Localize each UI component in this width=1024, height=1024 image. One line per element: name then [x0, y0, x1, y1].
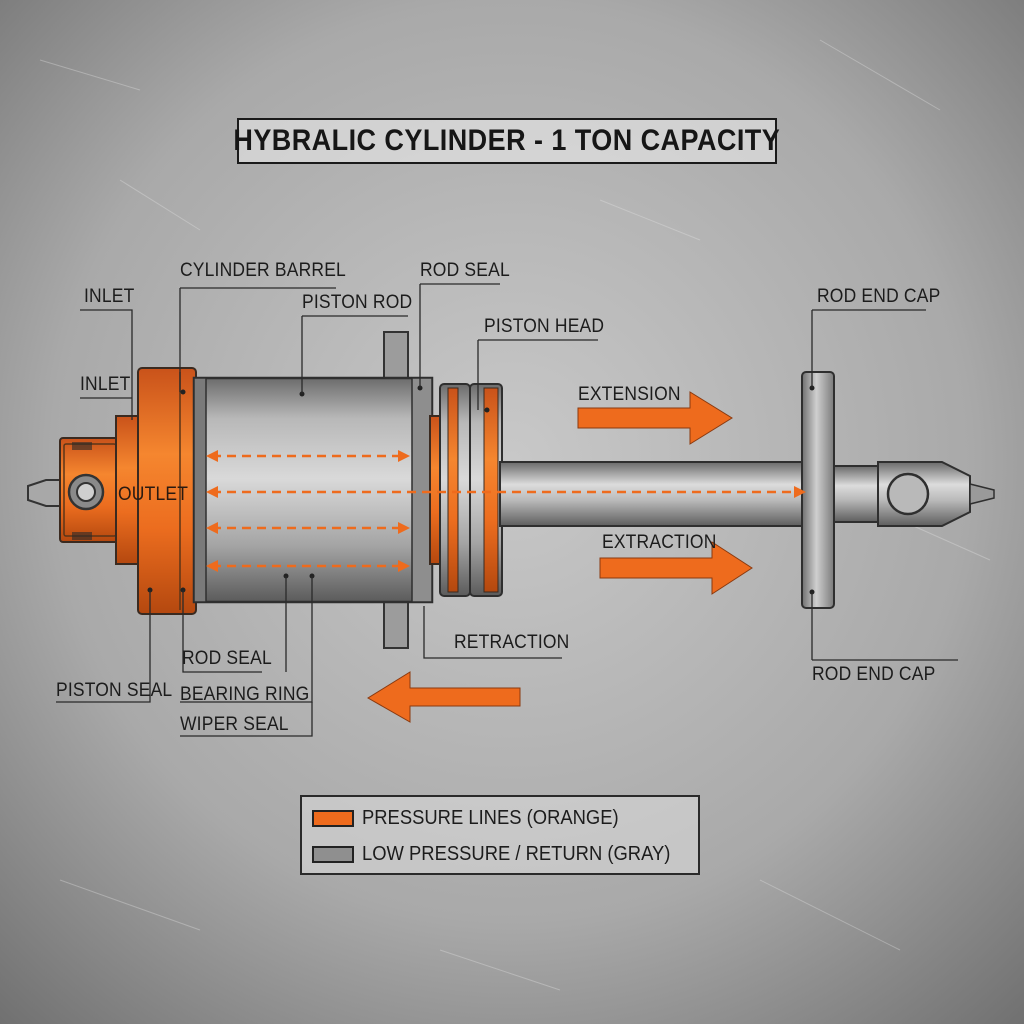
label-rod-end-cap-top: ROD END CAP [817, 286, 941, 307]
label-rod-end-cap-bottom: ROD END CAP [812, 664, 936, 685]
legend-row-pressure: PRESSURE LINES (ORANGE) [312, 805, 641, 831]
extension-arrow [577, 391, 733, 445]
label-cylinder-barrel: CYLINDER BARREL [180, 260, 346, 281]
label-bearing-ring: BEARING RING [180, 684, 310, 705]
flow-arrowheads [206, 450, 806, 572]
label-outlet: OUTLET [118, 484, 189, 505]
rod-end-cap [801, 371, 835, 609]
port-fitting [27, 437, 121, 543]
label-rod-seal-top: ROD SEAL [420, 260, 510, 281]
legend-swatch-pressure [312, 809, 354, 827]
label-inlet-top: INLET [84, 286, 135, 307]
cylinder-barrel [192, 331, 434, 649]
cap-end-block [115, 367, 197, 615]
legend: PRESSURE LINES (ORANGE) LOW PRESSURE / R… [300, 795, 700, 875]
diagram-title: HYBRALIC CYLINDER - 1 TON CAPACITY [233, 124, 781, 157]
label-piston-rod: PISTON ROD [302, 292, 413, 313]
label-inlet-mid: INLET [80, 374, 131, 395]
internal-flow-arrows [212, 454, 800, 568]
extraction-arrow [599, 541, 753, 595]
legend-swatch-low-pressure [312, 845, 354, 863]
piston-rod [499, 461, 811, 527]
piston-head-assembly [429, 383, 503, 597]
label-wiper-seal: WIPER SEAL [180, 714, 289, 735]
retraction-arrow [367, 671, 521, 723]
label-extension: EXTENSION [578, 384, 681, 405]
scratch-texture [39, 39, 991, 991]
rod-eye-clevis [833, 461, 995, 527]
label-rod-seal-bottom: ROD SEAL [182, 648, 272, 669]
legend-label-low-pressure: LOW PRESSURE / RETURN (GRAY) [362, 842, 671, 865]
label-piston-head: PISTON HEAD [484, 316, 605, 337]
legend-row-low-pressure: LOW PRESSURE / RETURN (GRAY) [312, 841, 697, 867]
leader-lines [56, 283, 958, 737]
label-piston-seal: PISTON SEAL [56, 680, 173, 701]
label-extraction: EXTRACTION [602, 532, 717, 553]
label-retraction: RETRACTION [454, 632, 570, 653]
legend-label-pressure: PRESSURE LINES (ORANGE) [362, 806, 619, 829]
title-box: HYBRALIC CYLINDER - 1 TON CAPACITY [234, 118, 780, 164]
